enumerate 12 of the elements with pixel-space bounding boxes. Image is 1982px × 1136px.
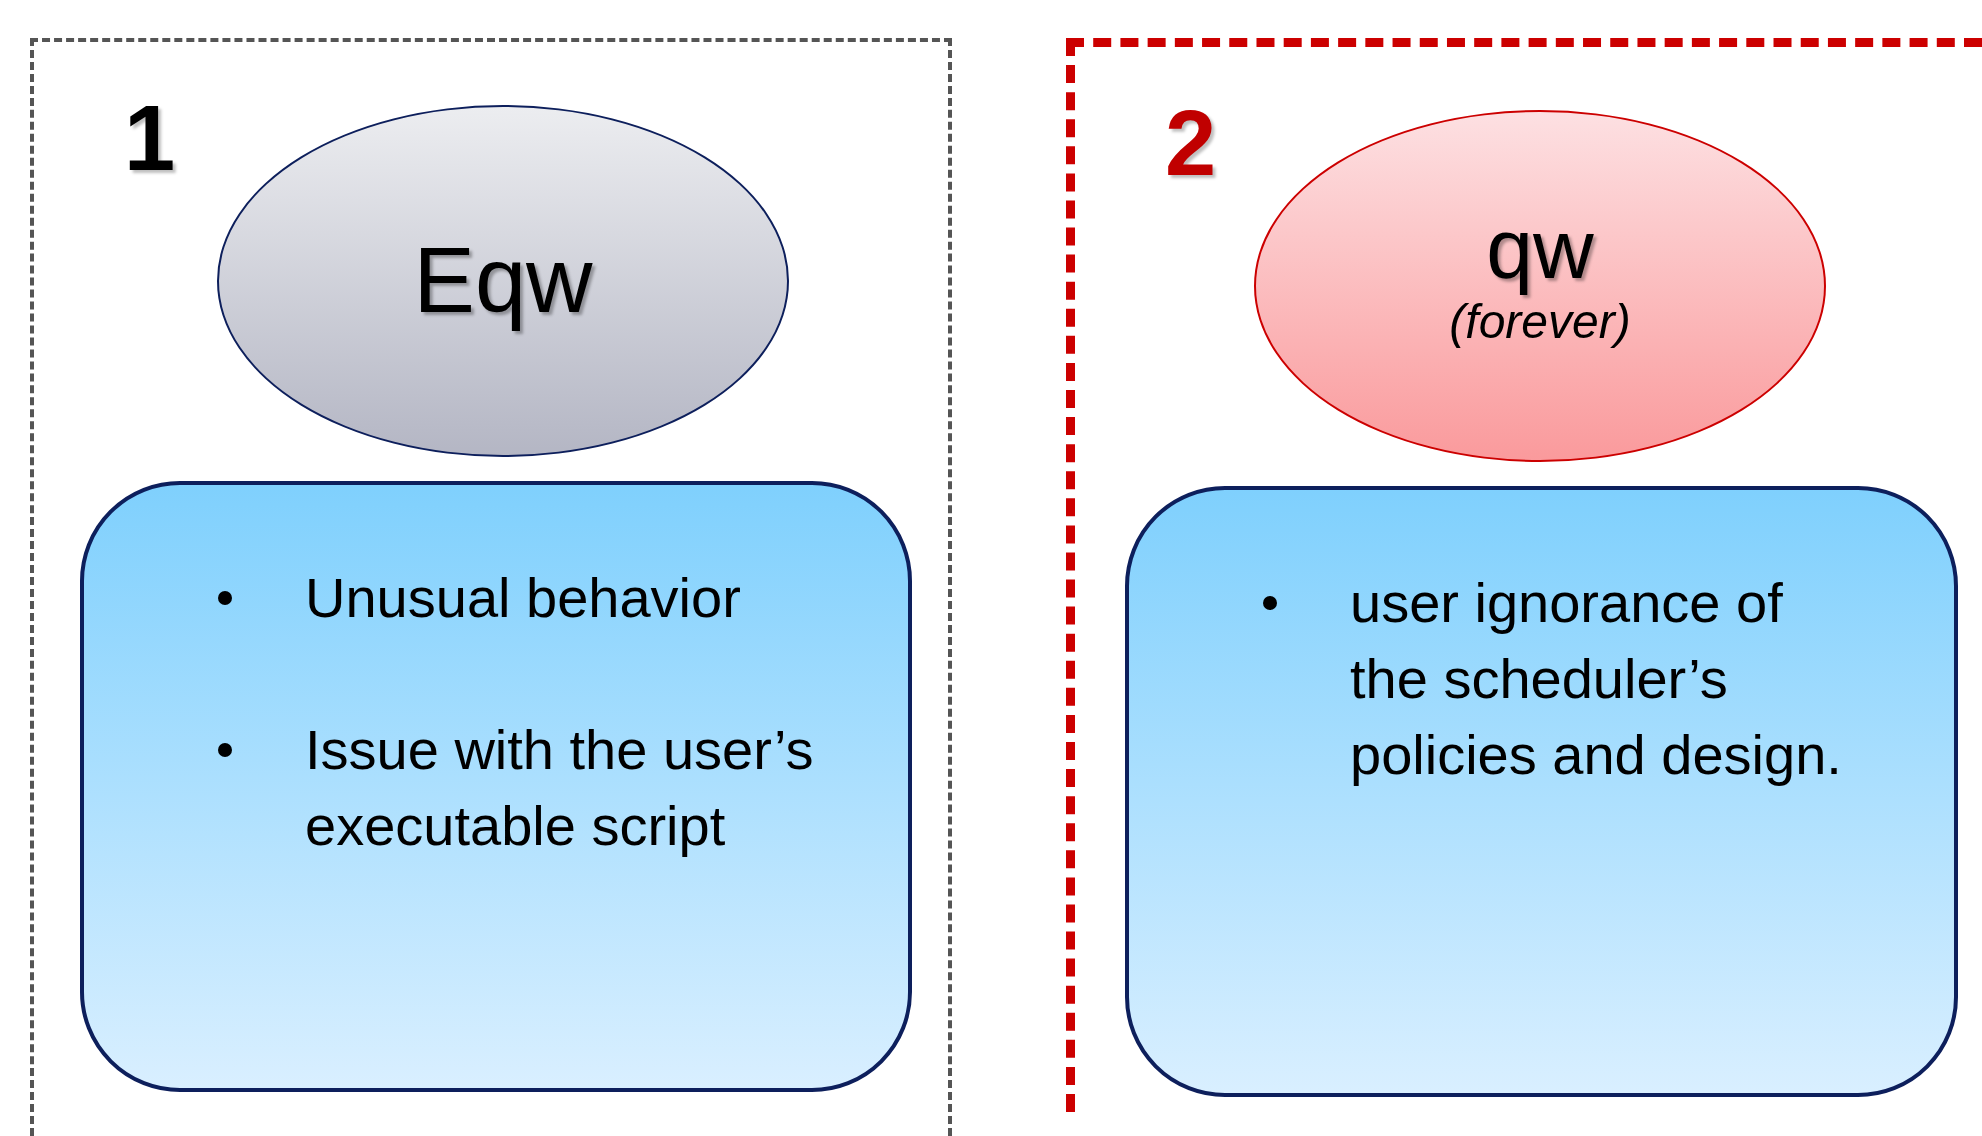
dashed-group-frame [1066,38,1982,1112]
group-number: 1 [124,92,176,184]
group-number: 2 [1165,97,1217,189]
dashed-group-frame [30,38,952,1136]
cause-box [1125,486,1958,1097]
status-note: (forever) [1449,295,1631,349]
bullet-text: Issue with the user’s executable script [305,718,814,857]
cause-box [80,481,912,1092]
bullet-text: Unusual behavior [305,566,741,629]
status-code: Eqw [413,230,593,332]
bullet-text: user ignorance of the scheduler’s policies and design. [1350,571,1842,786]
status-code: qw [1486,203,1594,296]
